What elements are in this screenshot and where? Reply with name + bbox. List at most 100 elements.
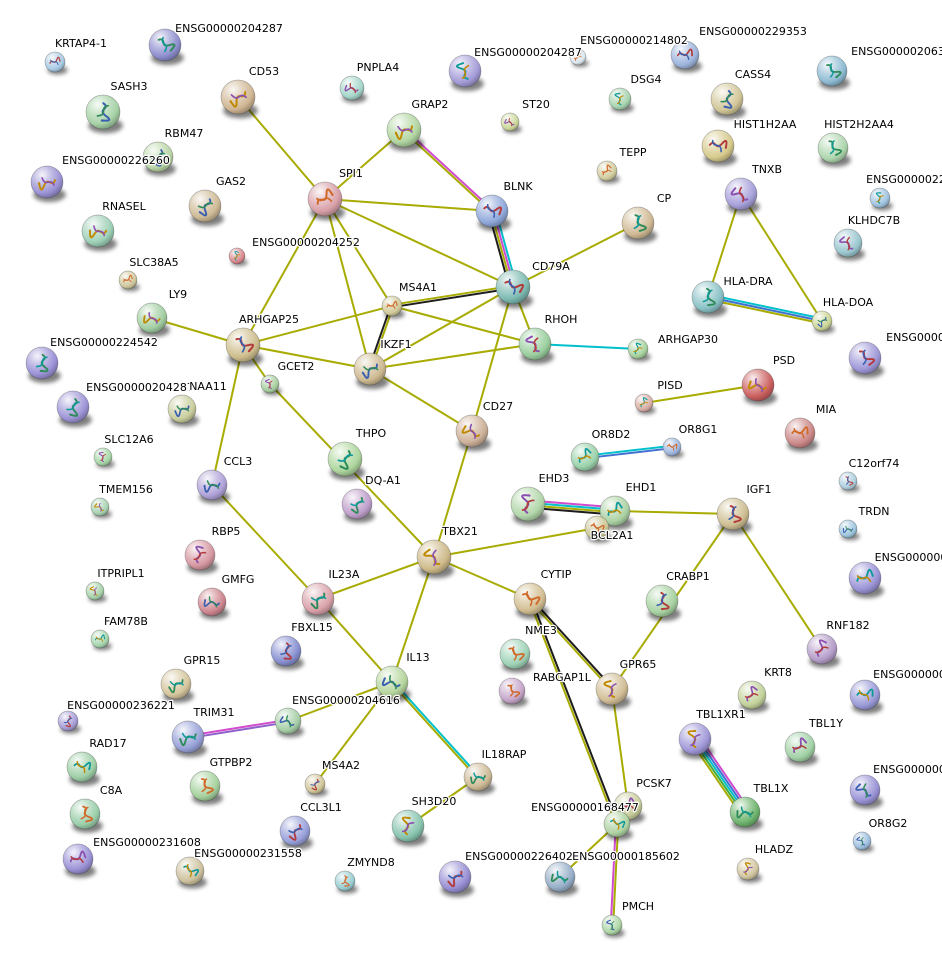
node-EHD1[interactable] xyxy=(599,495,633,530)
node-RAD17[interactable] xyxy=(66,751,100,786)
node-IL18RAP[interactable] xyxy=(463,762,495,795)
edge-CYTIP-ENSG00000168477[interactable] xyxy=(530,597,620,825)
edge-ARHGAP25-IKZF1[interactable] xyxy=(242,344,371,370)
node-TRIM31[interactable] xyxy=(171,720,207,757)
node-HLADZ[interactable] xyxy=(736,857,762,883)
node-ENSG00000185602[interactable] xyxy=(544,861,578,896)
node-ENSG00000224542[interactable] xyxy=(25,346,61,383)
edge-MS4A1-ARHGAP25[interactable] xyxy=(242,305,393,346)
node-MIA[interactable] xyxy=(784,417,818,452)
edge-ENSG00000168477-PMCH[interactable] xyxy=(612,823,620,927)
node-FAM78B[interactable] xyxy=(90,629,112,651)
node-OR8D2[interactable] xyxy=(570,442,602,475)
node-THPO[interactable] xyxy=(327,441,365,481)
node-RBM47[interactable] xyxy=(142,141,176,176)
node-ENSG00000_1[interactable] xyxy=(848,341,884,378)
node-CCL3[interactable] xyxy=(196,469,230,504)
edge-HLA-DRA-HLA-DOA[interactable] xyxy=(706,298,823,325)
node-GTPBP2[interactable] xyxy=(189,770,223,805)
node-KRT8[interactable] xyxy=(737,680,769,713)
node-MS4A1[interactable] xyxy=(381,295,405,319)
node-TBX21[interactable] xyxy=(416,539,454,579)
node-CD53[interactable] xyxy=(220,79,258,119)
node-TRDN[interactable] xyxy=(838,519,860,541)
node-C8A[interactable] xyxy=(69,798,103,833)
edge-SPI1-ARHGAP25[interactable] xyxy=(242,198,326,346)
edge-CD79A-IKZF1[interactable] xyxy=(369,286,514,370)
edge-ARHGAP25-CCL3[interactable] xyxy=(211,344,244,486)
edge-SPI1-IKZF1[interactable] xyxy=(324,198,371,370)
node-MS4A2[interactable] xyxy=(304,773,328,797)
node-PSD[interactable] xyxy=(741,368,777,405)
edge-TBX21-CYTIP[interactable] xyxy=(433,556,531,600)
node-CP[interactable] xyxy=(621,206,657,243)
node-ENSG00000204287_1[interactable] xyxy=(148,28,184,65)
node-GMFG[interactable] xyxy=(197,587,229,620)
node-CD27[interactable] xyxy=(455,414,491,451)
edge-CCL3-IL23A[interactable] xyxy=(211,484,319,600)
node-TBL1XR1[interactable] xyxy=(678,722,714,759)
node-ENSG00000204287_2[interactable] xyxy=(448,54,484,92)
edge-IGF1-RNF182[interactable] xyxy=(732,513,823,650)
node-ENSG00000229353[interactable] xyxy=(670,40,702,73)
edge-TRIM31-ENSG00000204616[interactable] xyxy=(187,721,290,740)
node-GPR15[interactable] xyxy=(160,668,194,703)
edge-MS4A1-RHOH[interactable] xyxy=(391,305,536,345)
node-ENSG0000022[interactable] xyxy=(869,187,893,211)
edge-CD79A-CP[interactable] xyxy=(512,222,639,288)
node-ST20[interactable] xyxy=(500,112,522,134)
node-GPR65[interactable] xyxy=(595,672,631,709)
node-SASH3[interactable] xyxy=(85,94,123,134)
node-PNPLA4[interactable] xyxy=(339,75,367,103)
node-LY9[interactable] xyxy=(136,302,170,337)
node-RNF182[interactable] xyxy=(806,633,840,668)
edge-TRIM31-ENSG00000204616[interactable] xyxy=(186,718,289,737)
node-IL13[interactable] xyxy=(375,665,411,702)
node-IL23A[interactable] xyxy=(301,582,337,619)
node-SPI1[interactable] xyxy=(307,181,345,221)
edge-OR8D2-OR8G1[interactable] xyxy=(584,447,674,460)
node-CYTIP[interactable] xyxy=(513,582,549,619)
node-HIST2H2AA4[interactable] xyxy=(817,132,851,167)
node-GCET2[interactable] xyxy=(260,374,282,396)
node-SH3D20[interactable] xyxy=(391,809,427,846)
edge-OR8D2-OR8G1[interactable] xyxy=(583,444,673,457)
edge-TBX21-IL13[interactable] xyxy=(391,556,435,683)
edge-CD79A-CD27[interactable] xyxy=(471,286,514,432)
node-SLC38A5[interactable] xyxy=(118,270,140,292)
edge-TBX21-BCL2A1[interactable] xyxy=(433,527,598,558)
node-TBL1Y[interactable] xyxy=(784,731,818,766)
node-ENSG0000002_1[interactable] xyxy=(849,679,883,714)
edge-IL23A-TBX21[interactable] xyxy=(317,556,435,600)
node-ENSG00000226260[interactable] xyxy=(30,165,66,202)
node-CCL3L1[interactable] xyxy=(279,815,313,850)
node-RABGAP1L[interactable] xyxy=(498,677,528,708)
node-ENSG0000002_2[interactable] xyxy=(849,774,883,809)
edge-IL13-MS4A2[interactable] xyxy=(314,681,393,785)
node-ENSG00000204616[interactable] xyxy=(274,707,304,738)
node-TBL1X[interactable] xyxy=(729,796,763,831)
node-SLC12A6[interactable] xyxy=(93,447,115,469)
edge-CD79A-MS4A1[interactable] xyxy=(390,284,514,306)
edge-TBX21-CD27[interactable] xyxy=(433,430,473,558)
node-BLNK[interactable] xyxy=(475,194,511,231)
node-ZMYND8[interactable] xyxy=(334,870,358,894)
node-CASS4[interactable] xyxy=(710,82,746,120)
node-HLA-DRA[interactable] xyxy=(691,280,727,317)
node-TMEM156[interactable] xyxy=(90,497,112,519)
edge-ENSG00000168477-PMCH[interactable] xyxy=(609,822,617,926)
edge-SPI1-CD79A[interactable] xyxy=(324,198,514,288)
edge-IGF1-EHD1[interactable] xyxy=(614,510,734,515)
node-IKZF1[interactable] xyxy=(353,352,389,389)
edge-TNXB-HLA-DOA[interactable] xyxy=(740,193,823,322)
node-NME3[interactable] xyxy=(499,638,533,673)
node-RNASEL[interactable] xyxy=(81,214,117,251)
node-ARHGAP30[interactable] xyxy=(627,338,651,362)
edge-HLA-DRA-HLA-DOA[interactable] xyxy=(707,293,824,320)
node-KRTAP4-1[interactable] xyxy=(44,51,68,75)
edge-IKZF1-RHOH[interactable] xyxy=(369,343,536,370)
node-ENSG000002063[interactable] xyxy=(816,55,850,90)
node-GRAP2[interactable] xyxy=(386,112,424,152)
node-DSG4[interactable] xyxy=(608,87,634,113)
